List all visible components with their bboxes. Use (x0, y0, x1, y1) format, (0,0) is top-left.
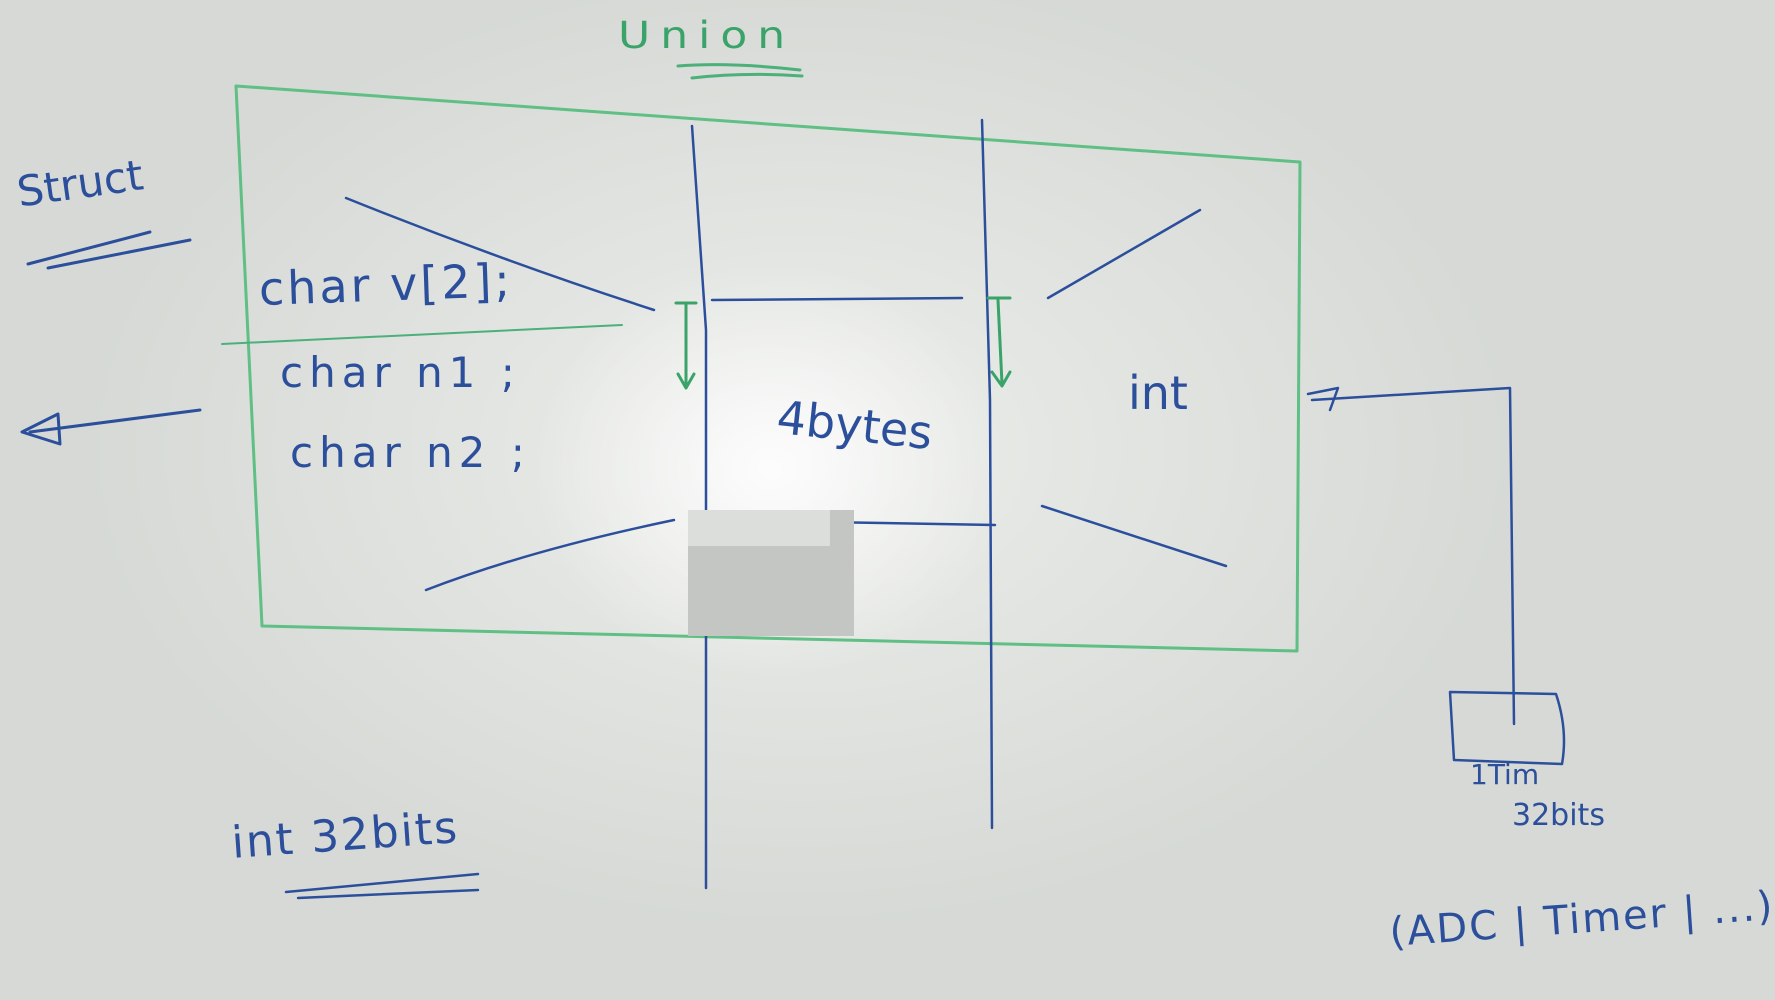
ray-bottom-left (424, 518, 676, 592)
ray-bottom-right (1040, 504, 1228, 568)
box-top-line (710, 296, 964, 302)
struct-field-2: char n1 ; (280, 348, 521, 397)
int-underline (284, 872, 480, 900)
left-column-line (690, 124, 708, 890)
green-arrow-right (986, 296, 1012, 388)
struct-arrow (20, 408, 202, 446)
register-label: 1Tim (1470, 758, 1540, 791)
union-int-label: int (1128, 366, 1188, 420)
field-separator (221, 324, 623, 345)
struct-field-1: char v[2]; (258, 253, 514, 316)
green-arrow-left (674, 301, 698, 390)
register-box (1448, 690, 1566, 766)
register-connector (1306, 386, 1516, 726)
union-label: Union (618, 14, 796, 58)
blurred-region-top (688, 510, 830, 546)
struct-underline (26, 230, 192, 270)
ray-top-right (1046, 208, 1202, 300)
struct-field-3: char n2 ; (290, 428, 531, 477)
right-column-line (980, 118, 994, 830)
union-underline (676, 63, 804, 80)
union-outline (234, 84, 1302, 653)
ray-top-left (344, 196, 656, 312)
register-size-label: 32bits (1512, 798, 1605, 833)
